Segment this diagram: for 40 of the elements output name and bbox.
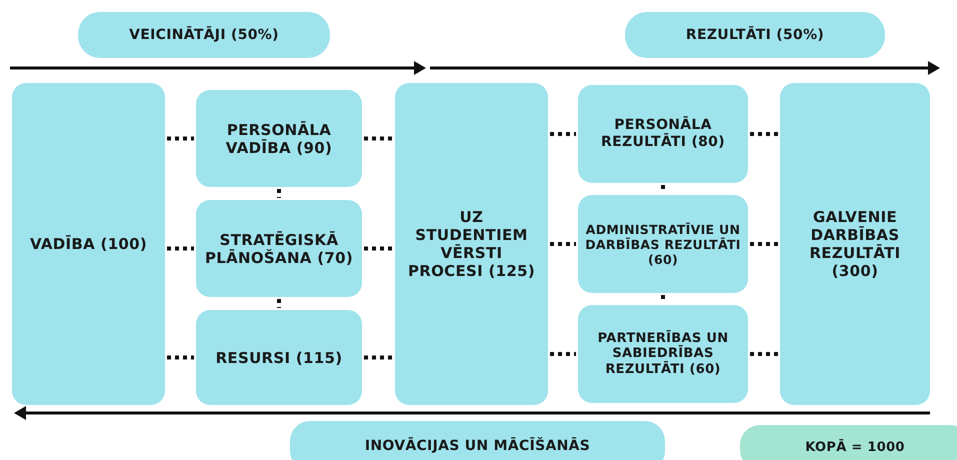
category-box (196, 310, 362, 405)
box-label: GALVENIE DARBĪBAS REZULTĀTI (300) (808, 208, 902, 280)
box-label: PARTNERĪBAS UN SABIEDRĪBAS REZULTĀTI (60) (596, 330, 730, 378)
category-box (780, 83, 930, 405)
category-box (196, 90, 362, 187)
dotted-connector (167, 246, 194, 250)
category-box (625, 12, 885, 58)
category-box (196, 200, 362, 297)
dotted-connector (167, 356, 194, 360)
category-box (578, 195, 748, 293)
box-label: VADĪBA (100) (30, 235, 148, 253)
box-label: KOPĀ = 1000 (805, 440, 905, 456)
dotted-connector (750, 352, 778, 356)
category-box (578, 305, 748, 403)
box-label: UZ STUDENTIEM VĒRSTI PROCESI (125) (406, 208, 536, 280)
dotted-connector (550, 242, 576, 246)
dotted-connector (364, 246, 393, 250)
box-label: STRATĒGISKĀ PLĀNOŠANA (70) (204, 230, 354, 266)
dotted-connector (364, 136, 393, 140)
box-label: ADMINISTRATĪVIE UN DARBĪBAS REZULTĀTI (60) (584, 222, 742, 266)
dotted-connector (550, 132, 576, 136)
dotted-connector (750, 132, 778, 136)
dotted-connector (550, 352, 576, 356)
dotted-connector (167, 136, 194, 140)
box-label: PERSONĀLA REZULTĀTI (80) (600, 117, 726, 151)
dotted-connector (364, 356, 393, 360)
total-box (740, 425, 957, 460)
category-box (12, 83, 165, 405)
box-label: VEICINĀTĀJI (50%) (129, 26, 279, 44)
box-label: PERSONĀLA VADĪBA (90) (224, 120, 334, 156)
box-label: REZULTĀTI (50%) (686, 26, 824, 44)
dotted-connector (750, 242, 778, 246)
box-label: RESURSI (115) (216, 348, 342, 366)
box-label: INOVĀCIJAS UN MĀCĪŠANĀS (364, 438, 590, 454)
dotted-connector (277, 299, 281, 308)
category-box (395, 83, 548, 405)
dotted-connector (277, 189, 281, 198)
category-box (578, 85, 748, 183)
category-box (290, 421, 665, 460)
category-box (78, 12, 330, 58)
